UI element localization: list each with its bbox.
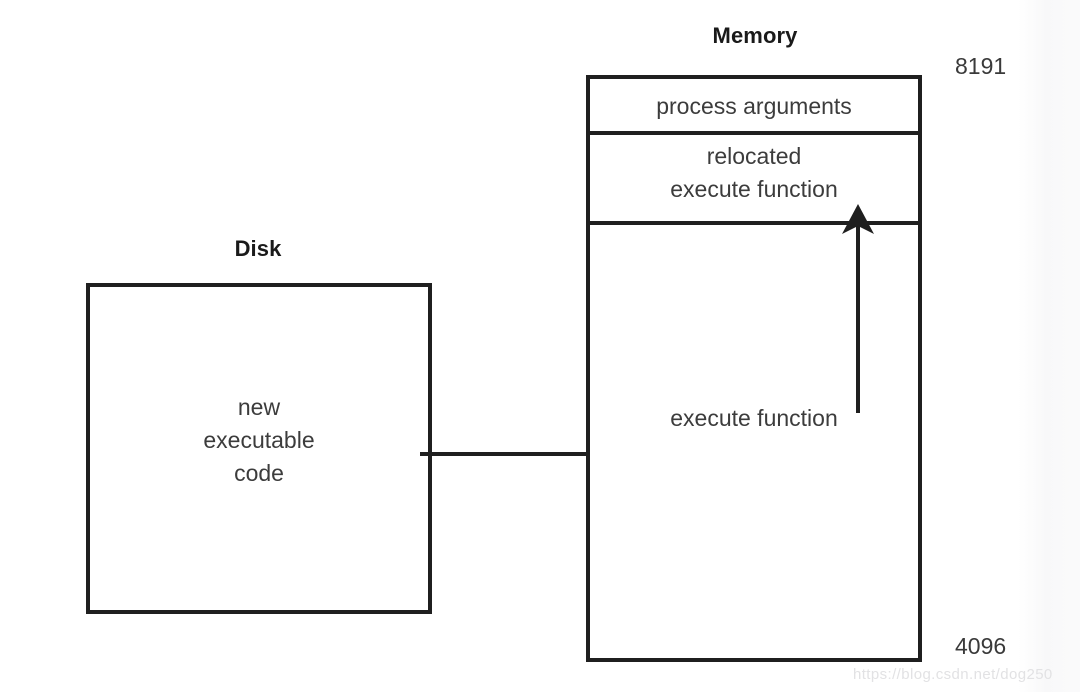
memory-segment-execute-function: execute function	[670, 405, 838, 431]
disk-to-memory-arrow-shaft	[420, 452, 617, 456]
memory-box	[586, 75, 922, 662]
disk-title: Disk	[234, 236, 282, 261]
memory-segment-relocated-line1: relocated	[706, 143, 802, 169]
memory-divider-top	[586, 131, 922, 135]
disk-box-label-line3: code	[234, 460, 284, 486]
memory-divider-middle	[586, 221, 922, 225]
address-label-low: 4096	[955, 633, 1007, 659]
right-edge-gradient	[1018, 0, 1080, 692]
relocation-arrow-head	[841, 203, 875, 237]
disk-box-label-line1: new	[237, 394, 281, 420]
memory-segment-process-arguments: process arguments	[656, 93, 852, 119]
watermark-text: https://blog.csdn.net/dog250	[853, 666, 1053, 683]
disk-box	[86, 283, 432, 614]
relocation-arrow-shaft	[856, 226, 860, 413]
memory-segment-relocated-line2: execute function	[670, 176, 838, 202]
memory-title: Memory	[712, 23, 798, 48]
address-label-high: 8191	[955, 53, 1007, 79]
disk-box-label-line2: executable	[203, 427, 315, 453]
